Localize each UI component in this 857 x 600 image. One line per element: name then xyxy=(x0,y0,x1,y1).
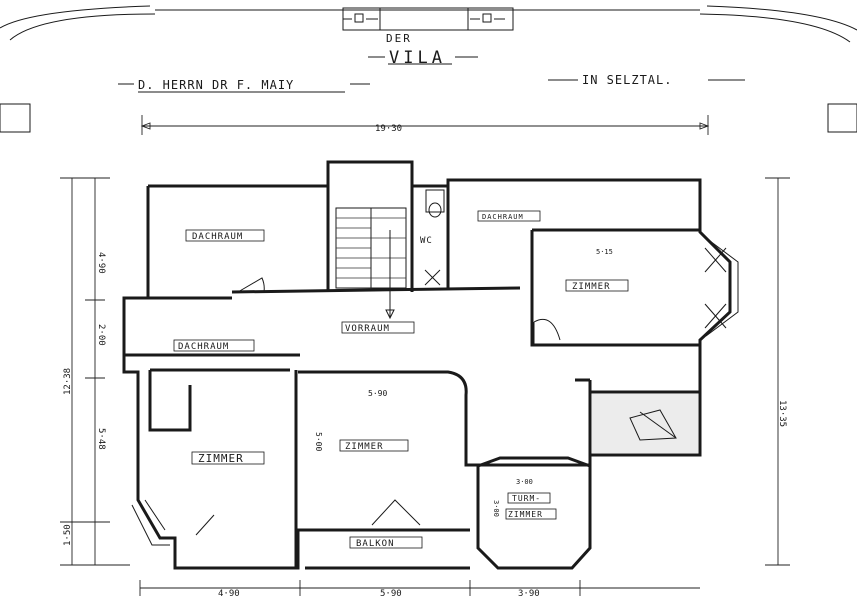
room-zimmer-sw: ZIMMER xyxy=(198,452,244,465)
doors xyxy=(195,277,561,536)
room-zimmer-center: ZIMMER xyxy=(345,442,384,452)
sheet-frame xyxy=(0,5,857,133)
dim-turm-width: 3·00 xyxy=(516,478,533,486)
dim-bottom-left: 4·90 xyxy=(218,589,240,599)
dim-east-room-width: 5·15 xyxy=(596,248,613,256)
room-zimmer-east: ZIMMER xyxy=(572,282,611,292)
staircase xyxy=(335,207,407,320)
dim-turm-depth: 3·00 xyxy=(492,500,500,517)
title-owner: D. HERRN DR F. MAIY xyxy=(138,78,294,92)
dim-left-bottom: 1·50 xyxy=(63,524,73,546)
title-main-word: VILA xyxy=(389,48,446,68)
wc-label: WC xyxy=(420,236,433,246)
dim-left-total: 12·38 xyxy=(63,368,73,395)
room-dachraum-w: DACHRAUM xyxy=(178,342,229,352)
walls xyxy=(122,160,732,570)
room-dachraum-ne: DACHRAUM xyxy=(482,213,524,221)
title-block: DER VILA D. HERRN DR F. MAIY IN SELZTAL. xyxy=(118,32,745,93)
bay-window-east xyxy=(704,237,739,337)
terrace xyxy=(592,394,698,453)
dimension-lines: 19·30 12·38 4·90 2·00 5·48 1·50 13·35 4·… xyxy=(60,115,790,599)
dim-center-room-width: 5·90 xyxy=(368,389,387,398)
room-vorraum: VORRAUM xyxy=(345,324,390,334)
room-labels: DACHRAUM DACHRAUM DACHRAUM ZIMMER 5·15 V… xyxy=(173,210,629,549)
dim-left-top: 4·90 xyxy=(96,252,106,274)
wc-fixture xyxy=(425,189,445,213)
header-stamp xyxy=(342,7,514,31)
bay-window-sw xyxy=(131,499,170,546)
room-turm-zimmer: ZIMMER xyxy=(508,510,543,519)
corner-mark-right xyxy=(827,103,857,133)
dim-left-low: 5·48 xyxy=(96,428,106,450)
dim-left-mid: 2·00 xyxy=(96,324,106,346)
room-turm: TURM- xyxy=(512,494,541,503)
dim-bottom-mid: 5·90 xyxy=(380,589,402,599)
stair-treads xyxy=(336,217,406,279)
room-dachraum-nw: DACHRAUM xyxy=(192,232,243,242)
dim-center-room-depth: 5·00 xyxy=(314,432,323,451)
corner-mark-left xyxy=(0,103,31,133)
title-top-word: DER xyxy=(386,32,412,45)
room-balkon: BALKON xyxy=(356,539,395,549)
dim-overall-width: 19·30 xyxy=(375,124,402,134)
dim-bottom-right: 3·90 xyxy=(518,589,540,599)
wc-area: WC xyxy=(420,189,445,286)
title-location: IN SELZTAL. xyxy=(582,73,672,87)
dim-right-total: 13·35 xyxy=(777,400,787,427)
